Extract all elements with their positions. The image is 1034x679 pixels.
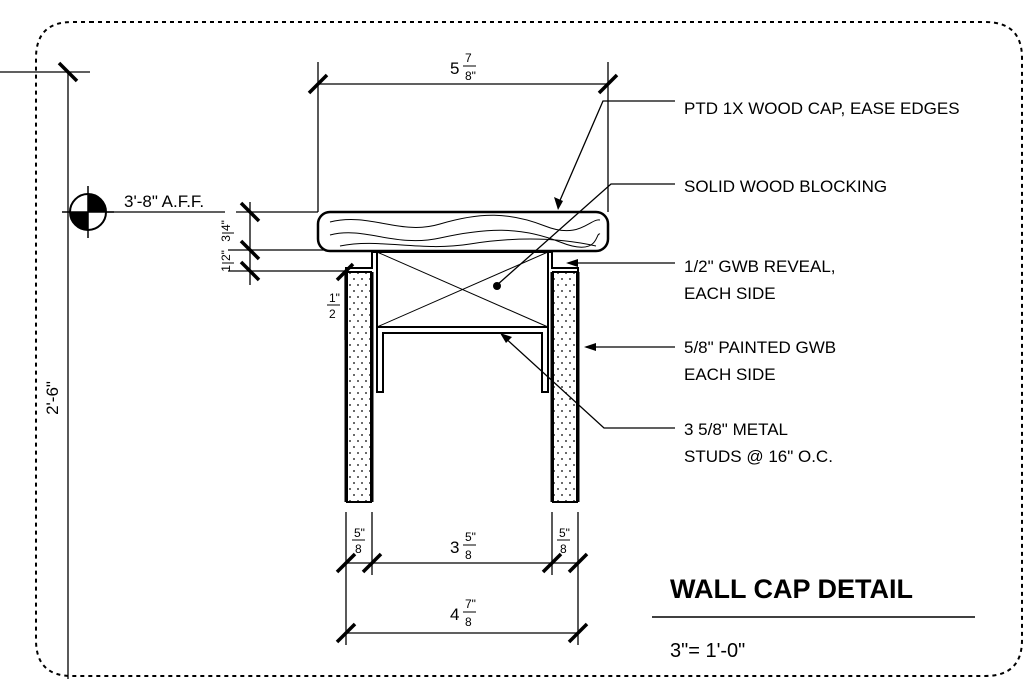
svg-text:8: 8 (465, 548, 472, 562)
cap-width-label: 5 7 8" (450, 51, 476, 83)
callout-reveal-line2: EACH SIDE (684, 284, 776, 303)
gwb-right (550, 271, 580, 503)
callout-reveal-line1: 1/2" GWB REVEAL, (684, 257, 836, 276)
wall-width-dim-label: 4 7" 8 (450, 597, 476, 629)
svg-text:5": 5" (354, 526, 365, 540)
gwb-left-dim-label: 5" 8 (352, 526, 365, 556)
cap-thickness-label: 3 4" (219, 220, 234, 242)
overall-height-dimension (0, 61, 90, 679)
svg-text:3: 3 (450, 538, 459, 557)
callout-studs-line1: 3 5/8" METAL (684, 420, 788, 439)
svg-text:8: 8 (560, 542, 567, 556)
svg-text:1: 1 (219, 265, 233, 272)
svg-text:8: 8 (465, 615, 472, 629)
svg-text:7": 7" (465, 597, 476, 611)
svg-text:5": 5" (465, 530, 476, 544)
cap-width-dimension (307, 62, 619, 212)
bottom-dimension-chain (335, 512, 589, 645)
dashed-border (35, 21, 1023, 677)
svg-text:2: 2 (329, 307, 336, 321)
detail-scale: 3"= 1'-0" (670, 640, 745, 662)
detail-title: WALL CAP DETAIL (670, 574, 913, 604)
svg-text:4: 4 (450, 605, 459, 624)
callout-blocking: SOLID WOOD BLOCKING (684, 177, 887, 196)
svg-text:1": 1" (329, 291, 340, 305)
metal-stud-track (376, 326, 549, 393)
svg-text:4": 4" (219, 220, 233, 231)
callout-gwb-line1: 5/8" PAINTED GWB (684, 338, 836, 357)
svg-text:3: 3 (219, 235, 233, 242)
gwb-right-dim-label: 5" 8 (557, 526, 570, 556)
stud-depth-dim-label: 3 5" 8 (450, 530, 476, 562)
svg-text:5": 5" (559, 526, 570, 540)
svg-text:7: 7 (465, 51, 472, 65)
callout-wood-cap: PTD 1X WOOD CAP, EASE EDGES (684, 99, 960, 118)
svg-text:8: 8 (355, 542, 362, 556)
reveal-trim (345, 251, 579, 278)
svg-text:8": 8" (465, 69, 476, 83)
elevation-marker-icon (62, 186, 114, 238)
callout-gwb-line2: EACH SIDE (684, 365, 776, 384)
reveal-side-label: 1" 2 (327, 291, 340, 321)
gwb-left (344, 271, 374, 503)
callout-leaders (493, 100, 675, 429)
elevation-label: 3'-8" A.F.F. (124, 192, 204, 211)
svg-text:2": 2" (219, 250, 233, 261)
reveal-height-label: 1 2" (219, 250, 234, 272)
svg-text:5: 5 (450, 59, 459, 78)
wood-cap (316, 210, 610, 253)
callout-studs-line2: STUDS @ 16" O.C. (684, 447, 833, 466)
overall-height-label: 2'-6" (43, 381, 62, 415)
